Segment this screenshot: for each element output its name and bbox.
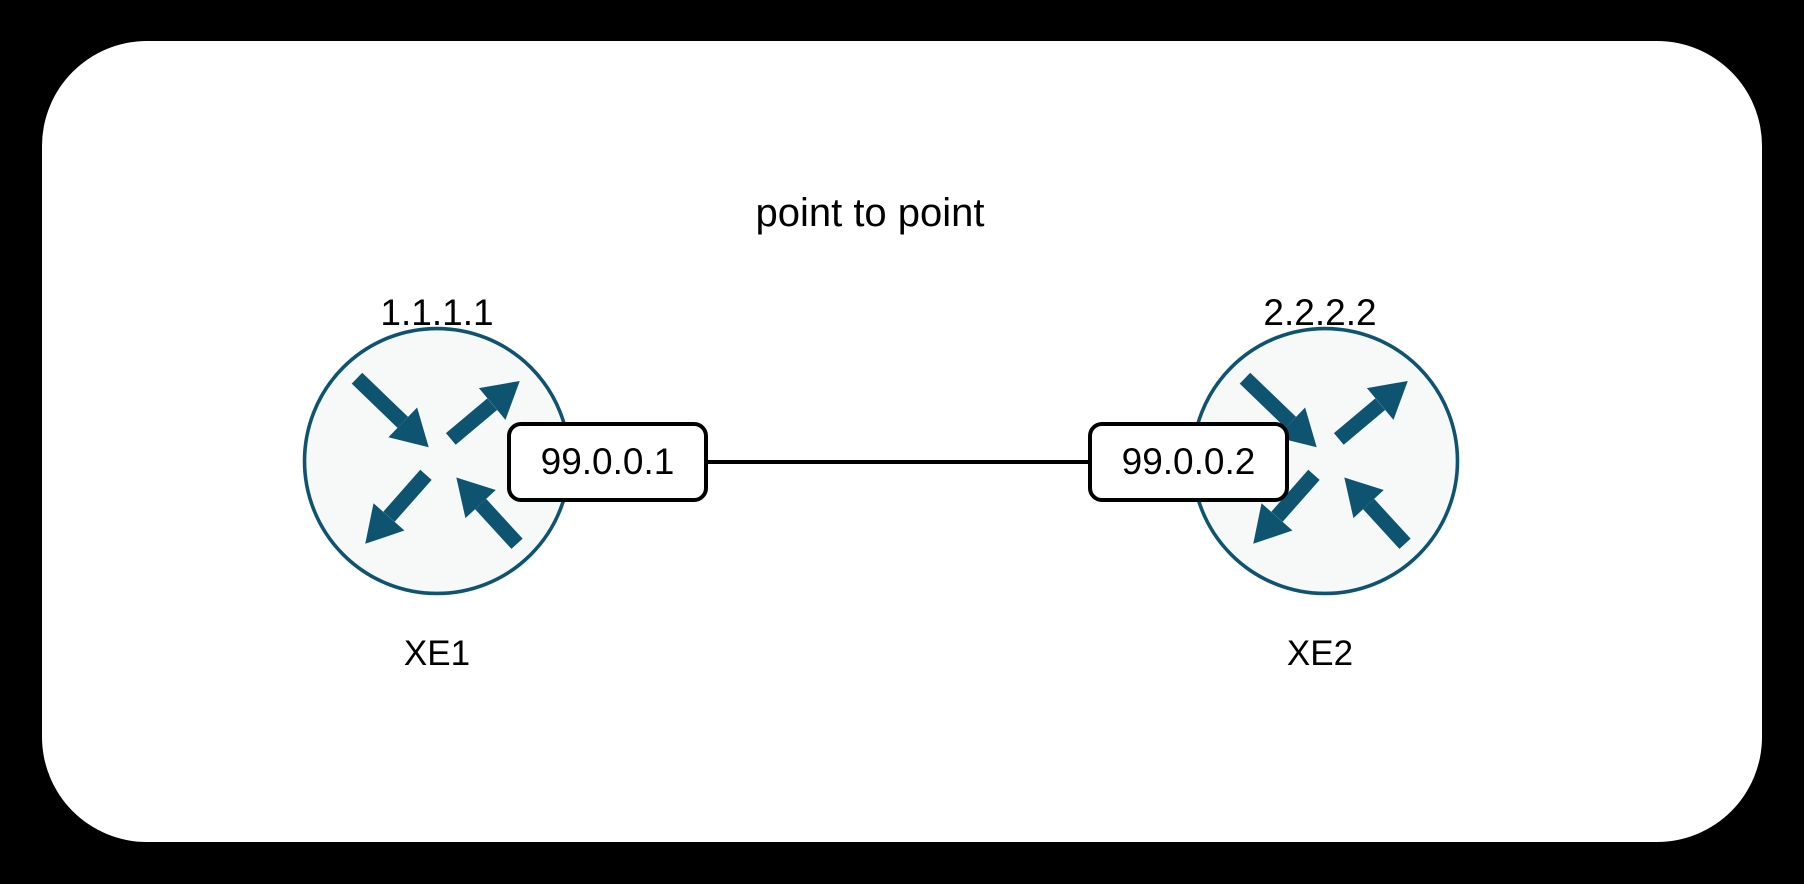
router-name-label-xe1: XE1 [403,634,471,673]
router-name-label-xe2: XE2 [1286,634,1354,673]
diagram-title: point to point [755,191,985,235]
interface-ip-box-xe1: 99.0.0.1 [507,422,708,502]
router-id-label-xe2: 2.2.2.2 [1263,292,1377,333]
diagram-canvas: point to point 1.1.1.1 XE1 2.2.2.2 XE2 9… [42,41,1762,842]
router-id-label-xe1: 1.1.1.1 [380,292,494,333]
interface-ip-label-xe2: 99.0.0.2 [1121,441,1256,482]
interface-ip-label-xe1: 99.0.0.1 [540,441,675,482]
interface-ip-box-xe2: 99.0.0.2 [1088,422,1289,502]
link-line [708,460,1088,464]
